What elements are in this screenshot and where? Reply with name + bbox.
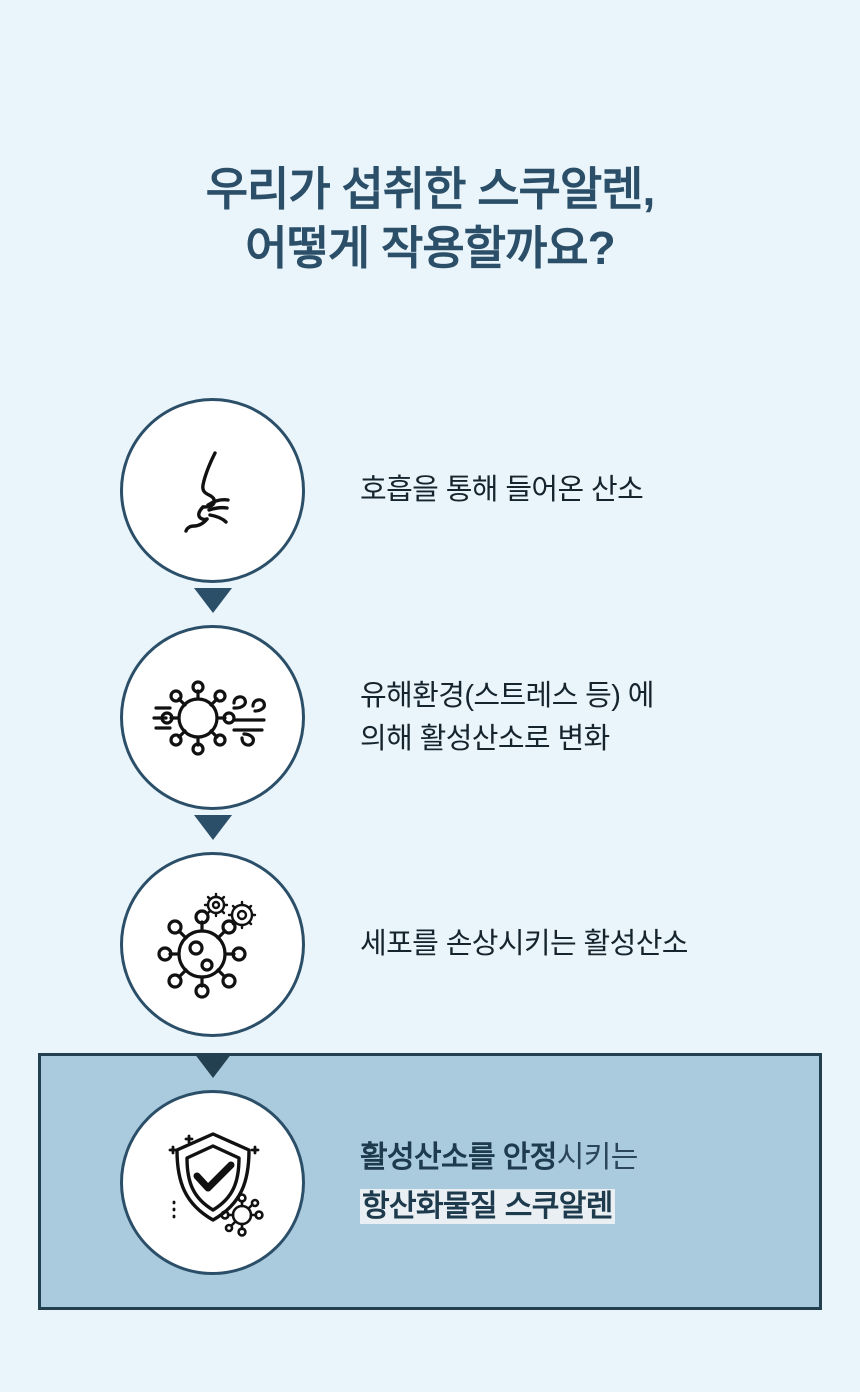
- highlight-step-icon-circle: [120, 1090, 305, 1275]
- flow-step-1-row: 호흡을 통해 들어온 산소: [0, 398, 860, 585]
- flow-step-2-text: 유해환경(스트레스 등) 에 의해 활성산소로 변화: [360, 625, 654, 810]
- flow-step-3-row: 세포를 손상시키는 활성산소: [0, 852, 860, 1039]
- flow-step-2-icon-circle: [120, 625, 305, 810]
- flow-step-3-icon-circle: [120, 852, 305, 1037]
- page-title: 우리가 섭취한 스쿠알렌, 어떻게 작용할까요?: [0, 160, 860, 278]
- flow-step-3-label: 세포를 손상시키는 활성산소: [360, 928, 688, 961]
- highlight-step-line-2: 항산화물질 스쿠알렌: [360, 1183, 638, 1232]
- flow-step-1-label: 호흡을 통해 들어온 산소: [360, 474, 644, 507]
- flow-step-2-label-line-1: 유해환경(스트레스 등) 에: [360, 679, 654, 712]
- triangle-down-icon: [194, 1053, 232, 1078]
- highlight-step-line-2-marked: 항산화물질 스쿠알렌: [360, 1188, 615, 1224]
- flow-step-2-row: 유해환경(스트레스 등) 에 의해 활성산소로 변화: [0, 625, 860, 812]
- flow-step-1-text: 호흡을 통해 들어온 산소: [360, 398, 644, 583]
- highlight-step-line-1: 활성산소를 안정시키는: [360, 1134, 638, 1183]
- shield-check-icon: [149, 1116, 277, 1249]
- flow-step-3: 세포를 손상시키는 활성산소: [0, 852, 860, 1079]
- triangle-down-icon: [194, 588, 232, 613]
- page-title-line-1: 우리가 섭취한 스쿠알렌,: [205, 163, 656, 215]
- flow-step-2: 유해환경(스트레스 등) 에 의해 활성산소로 변화: [0, 625, 860, 852]
- flow-step-1-icon-circle: [120, 398, 305, 583]
- virus-wind-icon: [148, 658, 278, 778]
- process-flow: 호흡을 통해 들어온 산소: [0, 398, 860, 1079]
- flow-step-1: 호흡을 통해 들어온 산소: [0, 398, 860, 625]
- highlight-step-text: 활성산소를 안정시키는 항산화물질 스쿠알렌: [360, 1090, 638, 1275]
- triangle-down-icon: [194, 815, 232, 840]
- flow-step-2-label-line-2: 의해 활성산소로 변화: [360, 722, 610, 755]
- highlight-step-line-1-regular: 시키는: [556, 1140, 639, 1174]
- highlight-step-line-1-bold: 활성산소를 안정: [360, 1140, 557, 1174]
- page-title-line-2: 어떻게 작용할까요?: [245, 221, 615, 274]
- flow-step-3-text: 세포를 손상시키는 활성산소: [360, 852, 688, 1037]
- face-breathing-icon: [153, 431, 273, 551]
- virus-gears-icon: [150, 882, 275, 1007]
